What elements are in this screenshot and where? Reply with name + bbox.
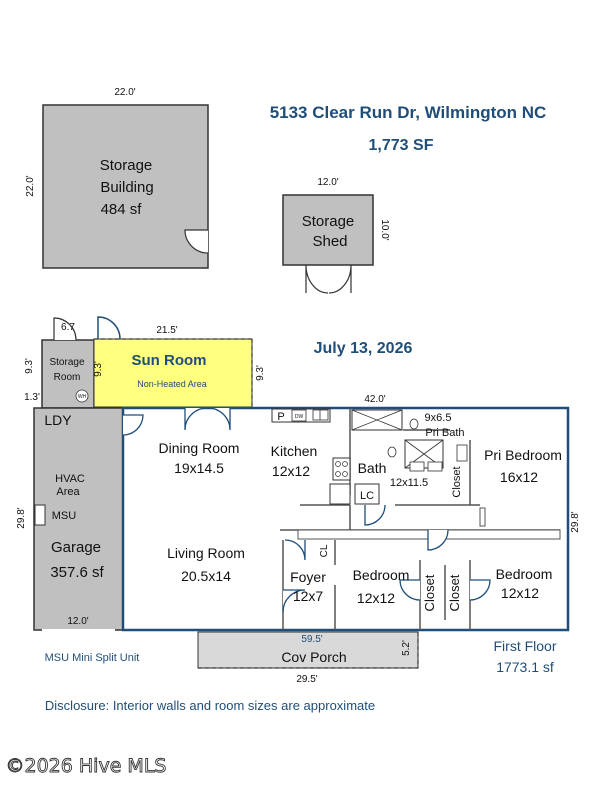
total-area: 1,773 SF [369, 137, 434, 154]
stove-icon [332, 457, 351, 481]
storage-building-label-2: Building [100, 179, 153, 196]
storage-shed: Storage Shed 12.0' 10.0' [282, 177, 390, 294]
garage-dim-left: 29.8' [16, 507, 27, 528]
sun-room-dim-right: 9.3' [255, 365, 266, 381]
storage-shed-label: Storage [302, 213, 355, 230]
house-dim-top: 42.0' [364, 394, 385, 405]
water-heater-icon [75, 389, 89, 403]
porch-dim-right: 5.2' [401, 640, 412, 656]
bedroom-3-size: 12x12 [501, 585, 539, 601]
storage-room-dim-left: 9.3' [24, 358, 35, 374]
door-swing-icon [53, 317, 77, 341]
plan-date: July 13, 2026 [314, 340, 413, 357]
sun-room-label: Sun Room [132, 352, 207, 369]
property-address: 5133 Clear Run Dr, Wilmington NC [270, 103, 547, 122]
garage: LDY HVAC Area MSU Garage 357.6 sf 29.8' … [16, 407, 124, 631]
sink-icon-2 [409, 461, 425, 472]
living-room-label: Living Room [167, 545, 245, 561]
dining-room-size: 19x14.5 [174, 460, 224, 476]
coat-closet-label: CL [319, 544, 330, 557]
hvac-label-2: Area [56, 486, 80, 498]
porch-dim-top: 59.5' [301, 634, 322, 645]
floor-area: 1773.1 sf [496, 659, 554, 675]
watermark: ©2026 Hive MLS [6, 755, 167, 777]
dining-room-label: Dining Room [159, 440, 240, 456]
bedroom-3-label: Bedroom [496, 566, 553, 582]
pri-bath-size: 9x6.5 [425, 412, 452, 424]
pri-bedroom-label: Pri Bedroom [484, 447, 562, 463]
storage-room-label-2: Room [54, 372, 81, 383]
storage-room: 6.7 Storage Room WH 9.3' 1.3' [24, 317, 95, 409]
storage-building: Storage Building 484 sf 22.0' 22.0' [25, 87, 209, 269]
storage-shed-dim-right: 10.0' [379, 219, 390, 240]
pantry-label: P [277, 411, 284, 423]
garage-area: 357.6 sf [50, 564, 104, 581]
bath-label: Bath [358, 460, 387, 476]
bedroom-2-size: 12x12 [357, 590, 395, 606]
storage-room-dim-top: 6.7 [61, 322, 75, 333]
toilet-icon-2 [387, 446, 397, 458]
bath-size: 12x11.5 [390, 477, 428, 489]
linen-closet-label: LC [360, 490, 374, 502]
covered-porch: 59.5' Cov Porch 5.2' 29.5' [197, 631, 419, 685]
storage-building-dim-left: 22.0' [25, 175, 36, 196]
door-swing-icon [97, 316, 121, 340]
door-swings [122, 407, 491, 613]
closet-a-label: Closet [422, 574, 437, 611]
house-dim-right: 29.8' [570, 511, 581, 532]
sun-room-dim-left: 9.3' [93, 361, 104, 377]
storage-room-label: Storage [49, 357, 84, 368]
garage-dim-bottom: 12.0' [67, 616, 88, 627]
sink-icon-3 [427, 461, 443, 472]
mini-split-unit-icon [34, 504, 46, 526]
porch-dim-bottom: 29.5' [296, 674, 317, 685]
bedroom-2-label: Bedroom [353, 567, 410, 583]
storage-building-dim-top: 22.0' [114, 87, 135, 98]
garage-label: Garage [51, 539, 101, 556]
msu-legend: MSU Mini Split Unit [45, 652, 140, 664]
refrigerator-icon [329, 483, 351, 505]
pocket-door [479, 507, 486, 527]
storage-shed-dim-top: 12.0' [317, 177, 338, 188]
storage-shed-label-2: Shed [312, 233, 347, 250]
linen-closet [354, 483, 380, 505]
porch-label: Cov Porch [281, 649, 346, 665]
sun-room-dim-top: 21.5' [156, 325, 177, 336]
living-room-size: 20.5x14 [181, 568, 231, 584]
sun-room: 21.5' 9.3' 9.3' Sun Room Non-Heated Area [93, 316, 266, 408]
double-door-icon [305, 264, 352, 294]
floor-label: First Floor [494, 638, 557, 654]
foyer-size: 12x7 [293, 588, 324, 604]
storage-room-dim-bottom: 1.3' [24, 392, 40, 403]
water-heater-label: WH [78, 394, 87, 400]
vanity-icon [456, 444, 468, 462]
toilet-icon [409, 418, 419, 430]
storage-building-label: Storage [100, 157, 153, 174]
kitchen-size: 12x12 [272, 463, 310, 479]
msu-label: MSU [52, 510, 77, 522]
sink-icon [312, 409, 329, 421]
sun-room-note: Non-Heated Area [137, 379, 207, 389]
storage-building-area: 484 sf [101, 201, 143, 218]
hvac-label: HVAC [55, 473, 85, 485]
foyer-label: Foyer [290, 569, 326, 585]
laundry-label: LDY [44, 412, 72, 428]
disclosure-text: Disclosure: Interior walls and room size… [45, 698, 375, 713]
pri-bath-label: Pri Bath [425, 427, 464, 439]
kitchen-label: Kitchen [271, 443, 318, 459]
door-swing-icon [184, 229, 209, 254]
pri-bedroom-size: 16x12 [500, 469, 538, 485]
main-house: 42.0' 29.8' [121, 394, 581, 632]
dishwasher-label: DW [295, 414, 304, 420]
closet-b-label: Closet [447, 574, 462, 611]
dishwasher-icon [291, 409, 307, 422]
pri-closet-label: Closet [451, 466, 463, 497]
